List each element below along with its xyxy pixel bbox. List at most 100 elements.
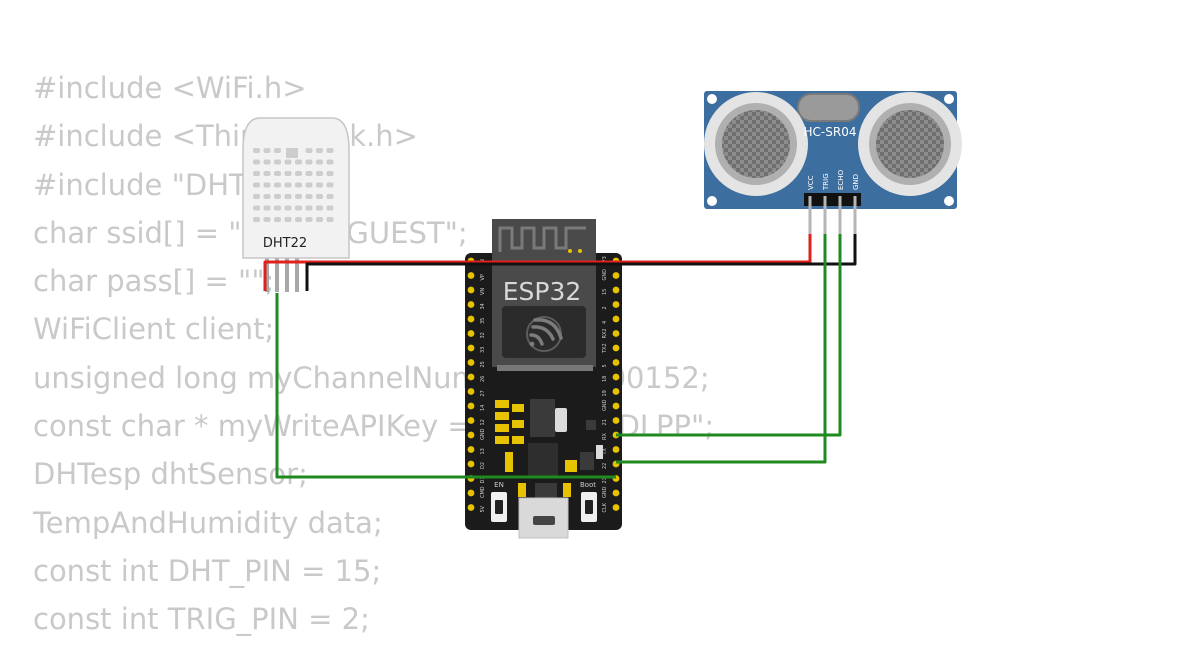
esp32-board[interactable]: ESP32 xyxy=(465,219,622,539)
esp32-pin-tx[interactable] xyxy=(612,446,620,453)
esp32-pin-4[interactable] xyxy=(612,315,620,323)
esp32-pin-14[interactable] xyxy=(467,402,475,410)
esp32-pin-label: 27 xyxy=(480,390,486,396)
esp32-pin-label: 35 xyxy=(480,318,486,324)
esp32-pin-label: VP xyxy=(480,274,486,280)
en-button[interactable] xyxy=(491,492,507,522)
esp32-pin-5[interactable] xyxy=(612,359,620,366)
esp32-pin-label: 22 xyxy=(602,463,608,469)
wire-trig-green[interactable] xyxy=(616,234,827,464)
esp32-pin-27[interactable] xyxy=(467,388,475,395)
esp32-pin-19[interactable] xyxy=(612,388,620,395)
esp32-pin-label: GND xyxy=(602,269,608,281)
board-components xyxy=(495,399,603,505)
esp32-pin-label: 18 xyxy=(602,376,608,382)
esp32-pin-32[interactable] xyxy=(467,330,475,337)
mount-hole xyxy=(944,196,954,206)
esp32-pin-label: 32 xyxy=(480,332,486,338)
esp32-pin-label: VN xyxy=(480,288,486,295)
dht22-slot xyxy=(286,148,298,158)
esp32-pin-label: 2 xyxy=(602,306,608,309)
esp32-pin-21[interactable] xyxy=(612,417,620,424)
esp32-pin-label: GND xyxy=(602,486,608,498)
code-line: const int DHT_PIN = 15; xyxy=(33,553,382,588)
espressif-logo-icon xyxy=(526,316,563,352)
dht22-label: DHT22 xyxy=(263,236,307,251)
esp32-pin-26[interactable] xyxy=(467,373,475,381)
hcsr04-sensor[interactable]: HC-SR04 VCC TRIG ECHO GND xyxy=(704,91,962,234)
mount-hole xyxy=(707,196,717,206)
esp32-pin-label: GND xyxy=(480,428,486,440)
esp32-pin-vp[interactable] xyxy=(467,272,475,279)
esp32-pin-34[interactable] xyxy=(467,301,475,308)
esp32-pin-label: 33 xyxy=(480,347,486,353)
esp32-pin-tx2[interactable] xyxy=(612,344,620,352)
esp32-pin-label: 25 xyxy=(480,361,486,367)
esp32-pin-5v[interactable] xyxy=(467,504,475,511)
dht22-vent-grid xyxy=(253,148,334,222)
esp32-pin-label: CMD xyxy=(480,486,486,498)
esp32-pin-vn[interactable] xyxy=(467,286,475,294)
esp32-pin-label: RX2 xyxy=(602,328,608,338)
esp32-pin-gnd[interactable] xyxy=(612,489,620,497)
boot-button[interactable] xyxy=(581,492,597,522)
mount-hole xyxy=(707,94,717,104)
hcsr04-pin-label-vcc: VCC xyxy=(807,175,815,190)
esp32-pin-label: 23 xyxy=(602,477,608,483)
hcsr04-pin-label-echo: ECHO xyxy=(837,169,845,190)
wires xyxy=(263,234,857,479)
usb-port xyxy=(518,497,569,539)
esp32-pin-2[interactable] xyxy=(612,301,620,308)
hcsr04-pin-label-trig: TRIG xyxy=(822,173,830,191)
esp32-pin-13[interactable] xyxy=(467,446,475,453)
esp32-pin-35[interactable] xyxy=(467,315,475,323)
wire-gnd-black[interactable] xyxy=(305,234,857,291)
esp32-pin-label: RX xyxy=(602,433,608,440)
esp32-pin-33[interactable] xyxy=(467,344,475,352)
esp32-pin-label: 26 xyxy=(480,376,486,382)
esp32-pin-25[interactable] xyxy=(467,359,475,366)
esp32-pin-label: 14 xyxy=(480,405,486,411)
en-label: EN xyxy=(494,481,504,489)
esp32-pin-label: D3 xyxy=(480,476,486,483)
crystal-oscillator xyxy=(797,93,860,122)
boot-label: Boot xyxy=(580,481,596,489)
dht22-sensor[interactable]: DHT22 xyxy=(242,117,350,292)
esp32-pin-clk[interactable] xyxy=(612,504,620,511)
castellated-pad-strip xyxy=(497,365,593,371)
esp32-pin-gnd[interactable] xyxy=(612,402,620,410)
circuit-diagram: ESP32 xyxy=(242,91,962,539)
wire-dht-data-green[interactable] xyxy=(275,293,616,479)
mount-hole xyxy=(944,94,954,104)
esp32-pin-label: 5 xyxy=(602,364,608,367)
esp32-pin-label: GND xyxy=(602,399,608,411)
esp32-pin-12[interactable] xyxy=(467,417,475,424)
esp32-pin-label: TX xyxy=(602,447,608,455)
esp32-pin-15[interactable] xyxy=(612,286,620,294)
code-line: DHTesp dhtSensor; xyxy=(33,457,308,492)
esp32-pin-rx2[interactable] xyxy=(612,330,620,337)
dht22-body xyxy=(242,117,350,259)
hcsr04-header-body xyxy=(804,193,861,206)
esp32-label: ESP32 xyxy=(503,277,582,306)
esp32-pin-label: 15 xyxy=(602,289,608,295)
esp32-pin-gnd[interactable] xyxy=(612,272,620,279)
hcsr04-pin-label-gnd: GND xyxy=(852,174,860,190)
esp32-pin-label: 5V xyxy=(480,505,486,512)
esp32-pin-label: CLK xyxy=(602,502,608,512)
esp32-pin-label: 4 xyxy=(602,321,608,324)
antenna-trace xyxy=(498,226,586,252)
esp32-pin-gnd[interactable] xyxy=(467,431,475,439)
esp32-pin-label: 19 xyxy=(602,390,608,396)
antenna-dot xyxy=(568,249,572,253)
wire-echo-green[interactable] xyxy=(616,234,842,437)
esp32-pin-label: TX2 xyxy=(602,343,608,354)
esp32-pin-cmd[interactable] xyxy=(467,489,475,497)
wire-vcc-red[interactable] xyxy=(263,234,812,291)
esp32-pin-d2[interactable] xyxy=(467,460,475,468)
esp32-pin-label: 34 xyxy=(480,303,486,309)
esp32-pin-label: D2 xyxy=(480,462,486,469)
esp32-pin-18[interactable] xyxy=(612,373,620,381)
transmitter-transducer xyxy=(704,92,808,196)
